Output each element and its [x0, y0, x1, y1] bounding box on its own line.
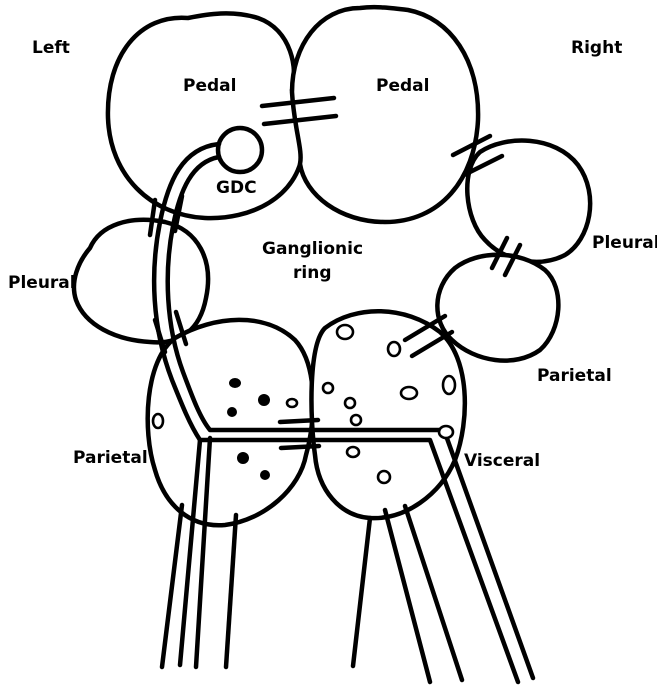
pleural-left-label: Pleural [8, 273, 76, 293]
ganglionic-ring-label-line2: ring [293, 263, 331, 283]
visceral-ganglion [311, 311, 464, 518]
gdc-cell [218, 128, 262, 172]
side-right-label: Right [571, 38, 622, 58]
pedal-right-label: Pedal [376, 76, 429, 96]
ganglionic-ring-label-line1: Ganglionic [262, 239, 363, 259]
left-pedal-ganglion [108, 13, 304, 218]
pleural-right-label: Pleural [592, 233, 657, 253]
left-pleural-ganglion [74, 220, 208, 343]
right-parietal-ganglion [437, 255, 558, 361]
parietal-right-label: Parietal [537, 366, 612, 386]
visceral-label: Visceral [464, 451, 540, 471]
pedal-left-label: Pedal [183, 76, 236, 96]
right-pleural-ganglion [467, 141, 590, 262]
nerves [162, 505, 462, 682]
side-left-label: Left [32, 38, 70, 58]
gdc-label: GDC [216, 178, 257, 198]
parietal-left-label: Parietal [73, 448, 148, 468]
right-pedal-ganglion [292, 7, 478, 222]
